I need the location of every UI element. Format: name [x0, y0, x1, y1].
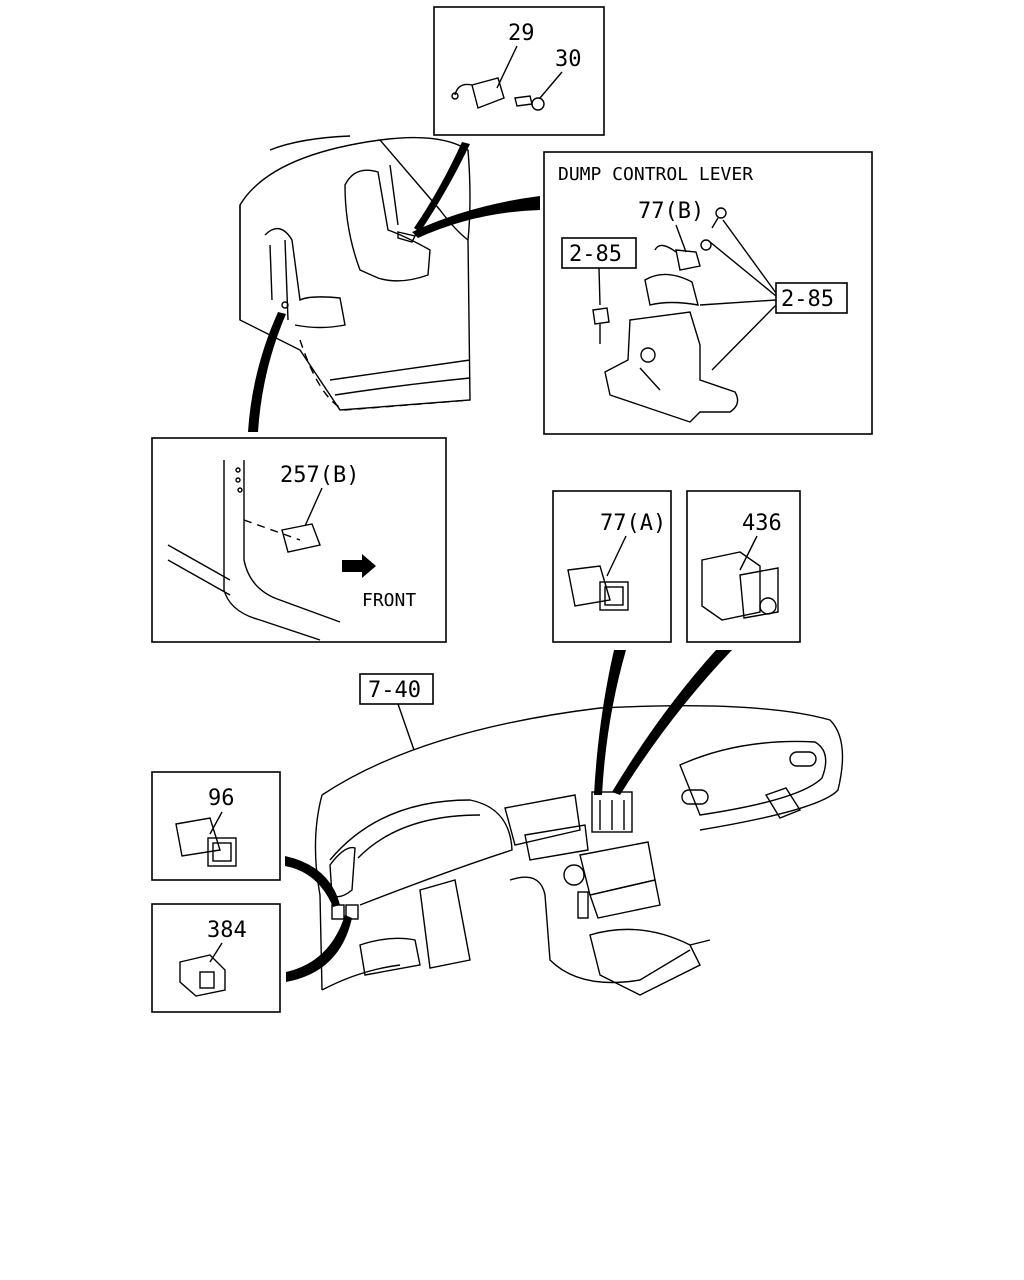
callout-2-85-right: 2-85 [781, 287, 834, 312]
dashboard-illustration [314, 705, 844, 996]
box-436: 436 [686, 490, 801, 643]
front-arrow-icon [342, 554, 376, 578]
box-29-30: 29 30 [433, 6, 605, 136]
callout-257b: 257(B) [280, 463, 359, 488]
callout-2-85-box-right [775, 282, 848, 314]
callout-436: 436 [742, 511, 782, 536]
callout-29: 29 [508, 21, 535, 46]
callout-96: 96 [208, 786, 235, 811]
leader-arc-436 [612, 650, 732, 795]
cab-illustration [239, 135, 471, 411]
front-direction-label: FRONT [362, 590, 416, 611]
callout-2-85-left: 2-85 [569, 242, 622, 267]
box-dump-control-lever: DUMP CONTROL LEVER 77(B) 2-85 2-85 [543, 151, 873, 435]
callout-384: 384 [207, 918, 247, 943]
callout-2-85-box-left [561, 237, 637, 269]
leader-arc-right [412, 196, 540, 238]
leader-arc-96 [285, 856, 340, 907]
box-77a: 77(A) [552, 490, 672, 643]
leader-arc-top [414, 142, 470, 232]
leader-arc-77a [594, 650, 626, 795]
dump-panel-title: DUMP CONTROL LEVER [558, 164, 753, 185]
box-96: 96 [151, 771, 281, 881]
callout-77a: 77(A) [600, 511, 666, 536]
leader-arc-384 [286, 915, 352, 982]
callout-7-40: 7-40 [368, 678, 421, 703]
callout-7-40-box [359, 673, 434, 705]
box-384: 384 [151, 903, 281, 1013]
callout-77b: 77(B) [638, 199, 704, 224]
box-257b: 257(B) FRONT [151, 437, 447, 643]
leader-arc-down [248, 312, 286, 432]
callout-30: 30 [555, 47, 582, 72]
